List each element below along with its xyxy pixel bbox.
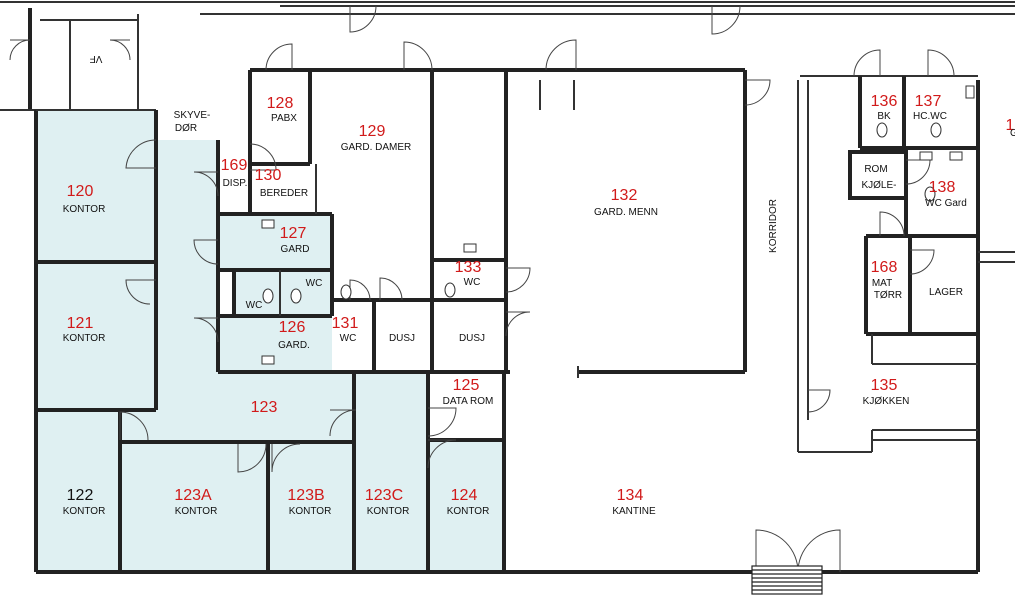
room-123b-fill: [270, 443, 354, 570]
room-name: GARD.: [278, 340, 310, 351]
toilet-icon: [262, 288, 274, 304]
room-name: BEREDER: [260, 188, 308, 199]
wc-label: WC: [306, 278, 323, 289]
room-name: WC: [340, 333, 357, 344]
room-name: KONTOR: [63, 506, 106, 517]
room-123c-fill: [354, 372, 427, 570]
toilet-icon: [340, 284, 352, 300]
room-name: WC: [464, 277, 481, 288]
room-name: WC Gard: [925, 198, 967, 209]
sink-icon: [919, 151, 933, 161]
room-name: HC.WC: [913, 111, 947, 122]
room-121-fill: [36, 262, 156, 410]
room-number: 169: [221, 157, 248, 174]
room-number: 123A: [174, 487, 212, 504]
room-number: 123C: [365, 487, 403, 504]
room-name: KONTOR: [447, 506, 490, 517]
toilet-icon: [876, 122, 888, 138]
storage-label: LAGER: [929, 287, 963, 298]
cut-room-number: 1: [1006, 117, 1015, 134]
room-name: KANTINE: [612, 506, 656, 517]
fixtures: [261, 85, 975, 365]
room-126-fill: [218, 316, 332, 372]
cold-room-label: ROM: [864, 164, 887, 175]
room-number: 131: [332, 315, 359, 332]
room-123-fill: [120, 140, 354, 440]
room-number: 132: [611, 187, 638, 204]
room-number: 121: [67, 315, 94, 332]
vf-label: VF: [90, 53, 103, 64]
room-name: GARD: [281, 244, 310, 255]
toilet-icon: [924, 186, 936, 202]
shower-label: DUSJ: [459, 333, 485, 344]
room-name: KONTOR: [63, 204, 106, 215]
wc-label: WC: [246, 300, 263, 311]
room-number: 168: [871, 259, 898, 276]
room-number: 123: [251, 399, 278, 416]
dry-food-label: MAT: [872, 278, 892, 289]
room-name: BK: [877, 111, 891, 122]
sink-icon: [949, 151, 963, 161]
shower-label: DUSJ: [389, 333, 415, 344]
corridor-label: KORRIDOR: [768, 199, 779, 253]
room-number: 135: [871, 377, 898, 394]
room-number: 120: [67, 183, 94, 200]
dry-food-label: TØRR: [874, 290, 902, 301]
cut-room-name: GA: [1010, 128, 1015, 139]
room-number: 124: [451, 487, 478, 504]
room-number: 130: [255, 167, 282, 184]
wc-small-fill: [234, 270, 330, 316]
room-number: 127: [280, 225, 307, 242]
room-number: 137: [915, 93, 942, 110]
toilet-icon: [290, 288, 302, 304]
room-name: KONTOR: [63, 333, 106, 344]
room-name: KONTOR: [175, 506, 218, 517]
toilet-icon: [444, 282, 456, 298]
sink-icon: [463, 243, 477, 253]
sink-icon: [261, 219, 275, 229]
cold-room-label: KJØLE-: [861, 180, 896, 191]
room-123a-fill: [120, 443, 267, 570]
room-name: PABX: [271, 113, 297, 124]
toilet-icon: [930, 122, 942, 138]
room-number: 136: [871, 93, 898, 110]
room-number: 122: [67, 487, 94, 504]
room-number: 123B: [287, 487, 324, 504]
room-labels: 120 KONTOR 121 KONTOR 122 KONTOR 123 123…: [63, 93, 967, 517]
room-name: KJØKKEN: [863, 396, 910, 407]
room-number: 126: [279, 319, 306, 336]
room-name: GARD. MENN: [594, 207, 658, 218]
room-number: 133: [455, 259, 482, 276]
misc-labels: SKYVE- DØR VF WC WC DUSJ DUSJ KORRIDOR R…: [90, 53, 1015, 344]
room-122-fill: [36, 410, 120, 570]
room-number: 138: [929, 179, 956, 196]
room-name: KONTOR: [289, 506, 332, 517]
entrance-steps: [751, 565, 823, 595]
sliding-door-label: DØR: [175, 123, 197, 134]
room-number: 129: [359, 123, 386, 140]
room-name: KONTOR: [367, 506, 410, 517]
room-name: GARD. DAMER: [341, 142, 412, 153]
sliding-door-label: SKYVE-: [174, 110, 211, 121]
room-name: DISP.: [223, 178, 248, 189]
room-name: DATA ROM: [443, 396, 494, 407]
room-number: 134: [617, 487, 644, 504]
doors: [9, 5, 955, 573]
room-124-fill: [430, 440, 504, 570]
sink-icon: [965, 85, 975, 99]
room-120-fill: [36, 110, 156, 262]
room-number: 128: [267, 95, 294, 112]
room-number: 125: [453, 377, 480, 394]
sink-icon: [261, 355, 275, 365]
